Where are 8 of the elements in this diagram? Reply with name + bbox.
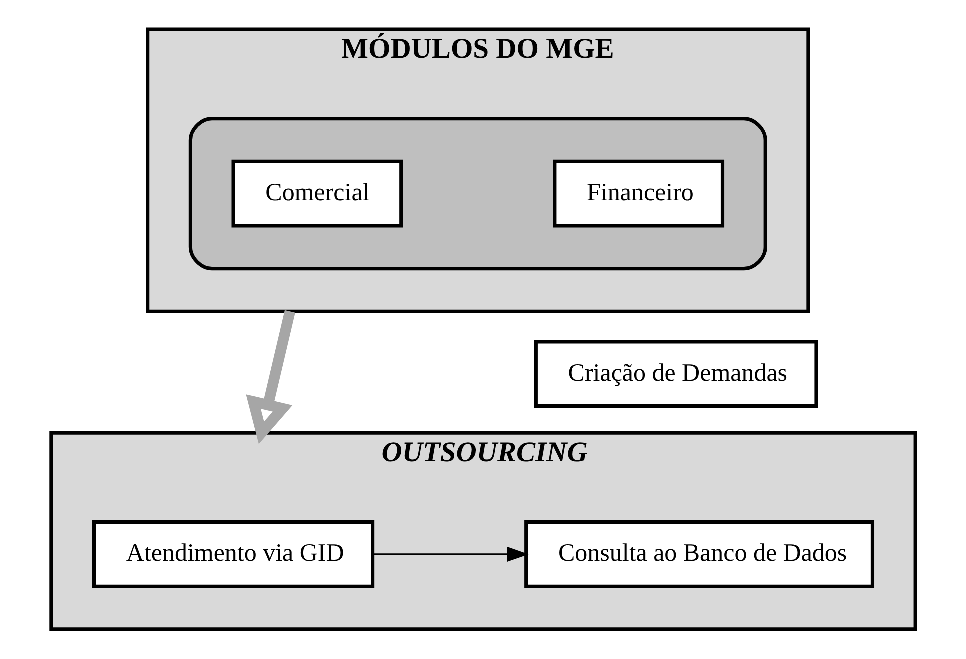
node-box: Consulta ao Banco de Dados: [524, 520, 874, 588]
cluster: [188, 117, 767, 271]
node-box: Comercial: [231, 160, 403, 228]
node-box: Financeiro: [552, 160, 724, 228]
node-box: Atendimento via GID: [92, 520, 374, 588]
arrow: [372, 546, 528, 562]
node-box: Criação de Demandas: [534, 340, 818, 408]
arrow: [246, 310, 295, 444]
